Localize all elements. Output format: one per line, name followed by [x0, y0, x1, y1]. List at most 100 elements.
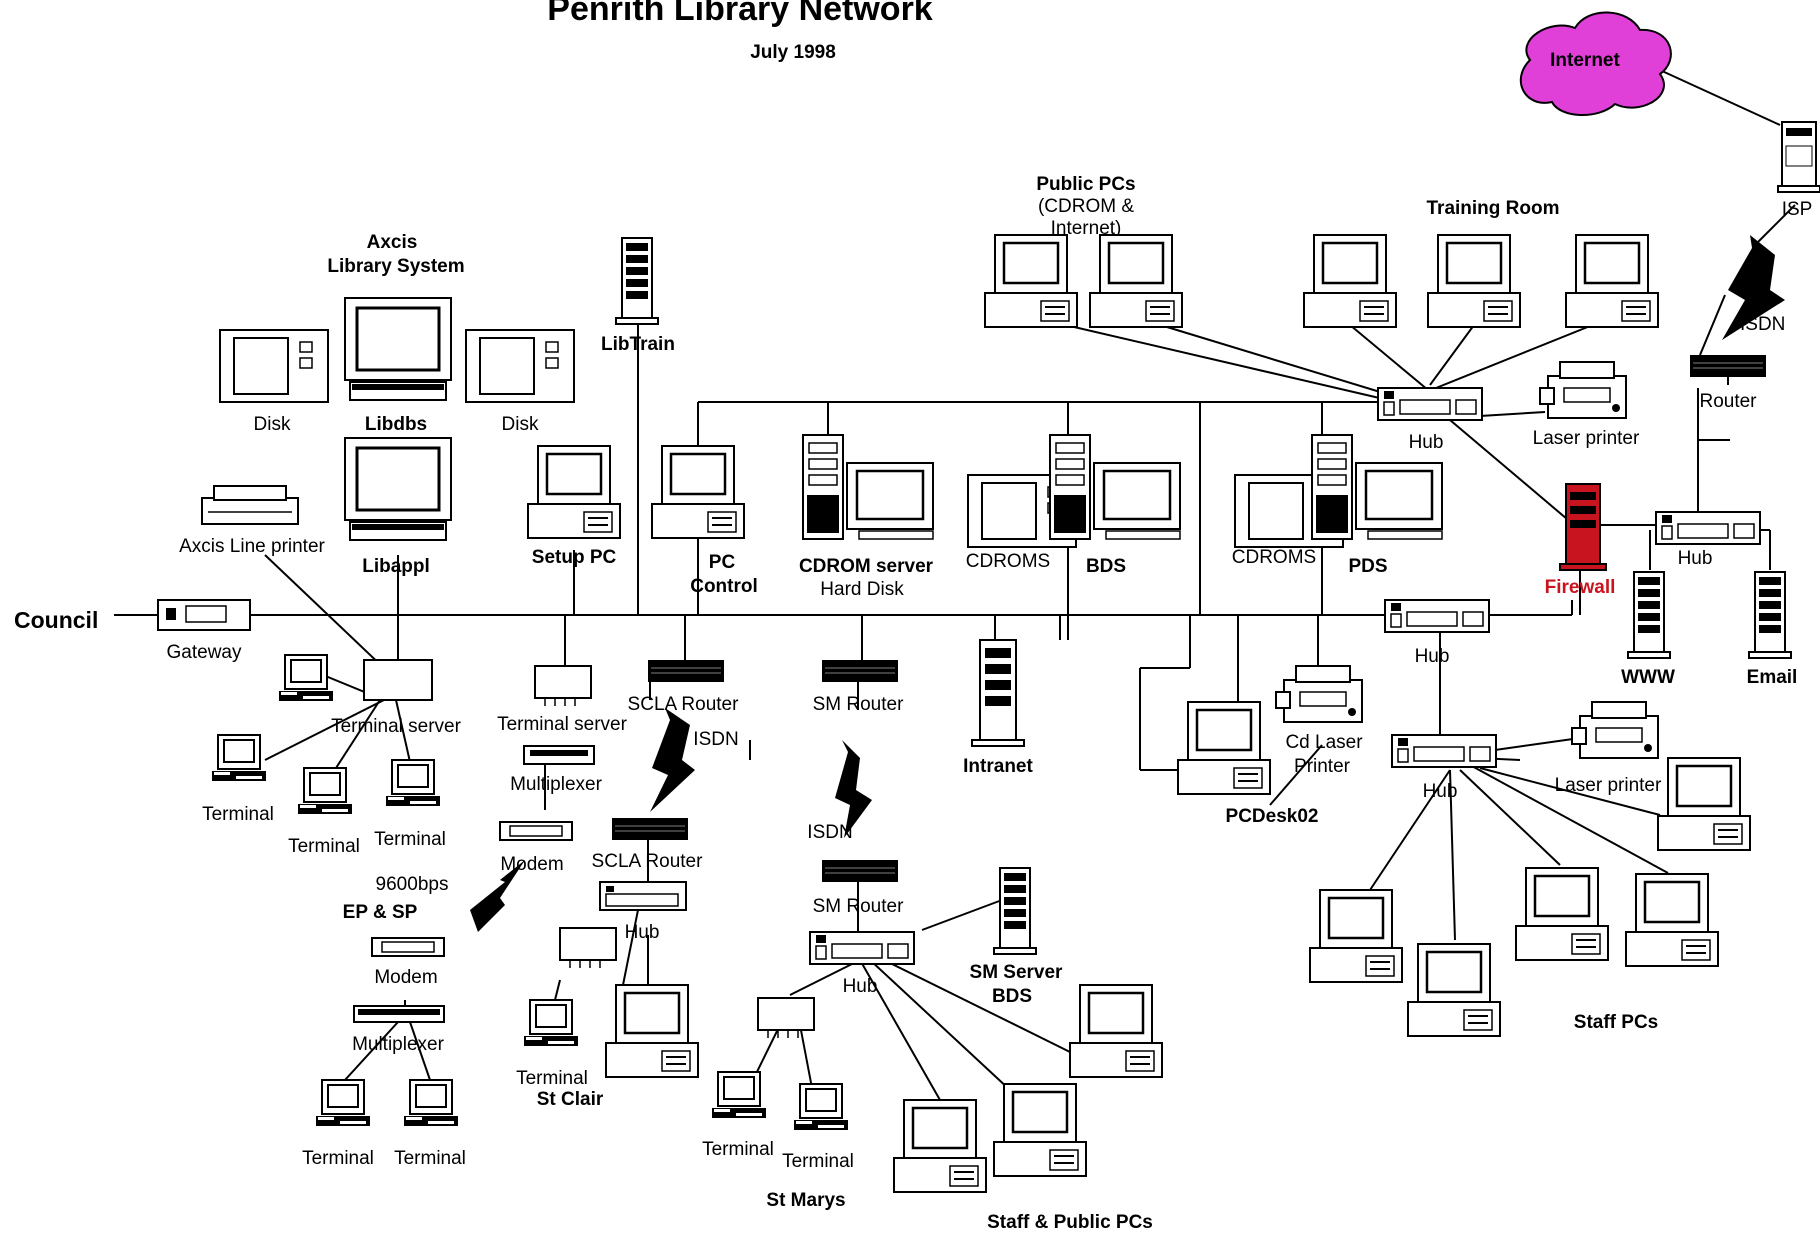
setup-pc-label: Setup PC — [532, 547, 617, 568]
hub-label-st-clair: Hub — [625, 922, 660, 943]
cdroms-label-pds: CDROMS — [1232, 547, 1316, 568]
sm-server-label: SM Server — [970, 962, 1064, 983]
hub-label-staff-1: Hub — [1415, 646, 1450, 667]
laser-printer-label-public: Laser printer — [1533, 428, 1640, 449]
laser-printer-staff: Laser printer — [1555, 701, 1662, 796]
terminal-5: Terminal — [302, 1079, 374, 1169]
www-label: WWW — [1621, 667, 1675, 688]
multiplexer-1: Multiplexer — [510, 745, 603, 795]
st-marys-terminal-2: Terminal — [782, 1083, 854, 1172]
setup-pc: Setup PC — [526, 444, 622, 568]
libappl-computer: Libappl — [344, 437, 452, 577]
internet-cloud: Internet — [1519, 11, 1672, 117]
axcis-line-printer-label: Axcis Line printer — [179, 536, 325, 557]
terminal-1 — [278, 654, 334, 702]
sm-server-bds-label: BDS — [992, 986, 1032, 1007]
staff-hub-2: Hub — [1391, 734, 1497, 802]
terminal-label-st-clair: Terminal — [516, 1068, 588, 1089]
training-room-label: Training Room — [1427, 198, 1560, 219]
staff-public-pcs-label: Staff & Public PCs — [987, 1212, 1153, 1233]
intranet-server: Intranet — [963, 639, 1034, 777]
isp-server: ISP — [1777, 121, 1820, 220]
public-pcs-label-1: Public PCs — [1036, 174, 1135, 195]
modem-label-2: Modem — [374, 967, 437, 988]
intranet-label: Intranet — [963, 756, 1033, 777]
disk-right: Disk — [465, 329, 575, 435]
terminal-label-sm-2: Terminal — [782, 1151, 854, 1172]
gateway: Gateway — [157, 599, 251, 663]
diagram-title: Penrith Library Network — [547, 0, 933, 28]
email-server: Email — [1747, 571, 1798, 688]
sm-router-1: SM Router — [813, 659, 904, 715]
scla-router-1: SCLA Router — [628, 659, 739, 715]
public-pc-1 — [983, 233, 1079, 329]
cd-laser-printer: Cd Laser Printer — [1275, 665, 1363, 777]
st-clair-hub: Hub — [599, 881, 687, 943]
staff-hub-1: Hub — [1384, 599, 1490, 667]
training-pc-1 — [1302, 233, 1398, 329]
terminal-server-label-2: Terminal server — [497, 714, 628, 735]
internet-label: Internet — [1550, 50, 1620, 71]
staff-public-pc-2 — [992, 1082, 1088, 1178]
cdrom-server: CDROM server Hard Disk — [799, 433, 935, 600]
disk-left: Disk — [219, 329, 329, 435]
public-pc-2 — [1088, 233, 1184, 329]
libtrain-server: LibTrain — [601, 237, 675, 355]
staff-pc-3 — [1406, 942, 1502, 1038]
modem-1: Modem — [499, 821, 573, 875]
multiplexer-label-1: Multiplexer — [510, 774, 603, 795]
laser-printer-public: Laser printer — [1533, 361, 1640, 449]
pc-control-label-1: PC — [709, 552, 736, 573]
multiplexer-label-2: Multiplexer — [352, 1034, 445, 1055]
terminal-label-4: Terminal — [374, 829, 446, 850]
staff-pc-5 — [1624, 872, 1720, 968]
router-label: Router — [1699, 391, 1757, 412]
bps-label: 9600bps — [376, 874, 449, 895]
firewall: Firewall — [1545, 483, 1616, 598]
cdroms-label-bds: CDROMS — [966, 551, 1050, 572]
st-clair-terminal: Terminal — [516, 999, 588, 1089]
pds-label: PDS — [1348, 556, 1387, 577]
terminal-label-sm-1: Terminal — [702, 1139, 774, 1160]
sm-router-label-2: SM Router — [813, 896, 904, 917]
staff-public-pc-3 — [1068, 983, 1164, 1079]
public-pcs-label-3: Internet) — [1051, 218, 1122, 239]
pcdesk02: PCDesk02 — [1176, 700, 1318, 827]
laser-printer-label-staff: Laser printer — [1555, 775, 1662, 796]
terminal-server-1: Terminal server — [331, 659, 462, 737]
www-server: WWW — [1621, 571, 1675, 688]
council-label: Council — [14, 607, 98, 633]
terminal-label-3: Terminal — [288, 836, 360, 857]
isp-label: ISP — [1782, 199, 1813, 220]
cdrom-server-label: CDROM server — [799, 556, 934, 577]
libappl-label: Libappl — [362, 556, 430, 577]
cdroms-bds: CDROMS — [966, 474, 1077, 572]
terminal-server-2: Terminal server — [497, 665, 628, 735]
axcis-label-2: Library System — [327, 256, 464, 277]
libdbs-computer: Libdbs — [344, 297, 452, 435]
axcis-label-1: Axcis — [367, 232, 418, 253]
isdn-links — [470, 235, 1785, 932]
pc-control: PC Control — [650, 444, 758, 597]
libdbs-label: Libdbs — [365, 414, 427, 435]
terminal-4: Terminal — [374, 759, 446, 850]
hub-label-dmz: Hub — [1678, 548, 1713, 569]
firewall-label: Firewall — [1545, 577, 1616, 598]
terminal-6: Terminal — [394, 1079, 466, 1169]
sm-router-2: SM Router — [813, 859, 904, 917]
hub-label-st-marys: Hub — [843, 976, 878, 997]
pds-server: PDS — [1310, 433, 1444, 577]
public-pcs-label-2: (CDROM & — [1038, 196, 1134, 217]
terminal-3: Terminal — [288, 767, 360, 857]
email-label: Email — [1747, 667, 1798, 688]
st-marys-terminal-1: Terminal — [702, 1071, 774, 1160]
cd-laser-label-1: Cd Laser — [1285, 732, 1363, 753]
isdn-label-scla: ISDN — [693, 729, 738, 750]
terminal-label-5: Terminal — [302, 1148, 374, 1169]
training-pc-3 — [1564, 233, 1660, 329]
ep-sp-label: EP & SP — [343, 902, 418, 923]
hard-disk-label: Hard Disk — [820, 579, 904, 600]
hub-label-public: Hub — [1409, 432, 1444, 453]
training-room-group: Training Room — [1302, 198, 1660, 329]
